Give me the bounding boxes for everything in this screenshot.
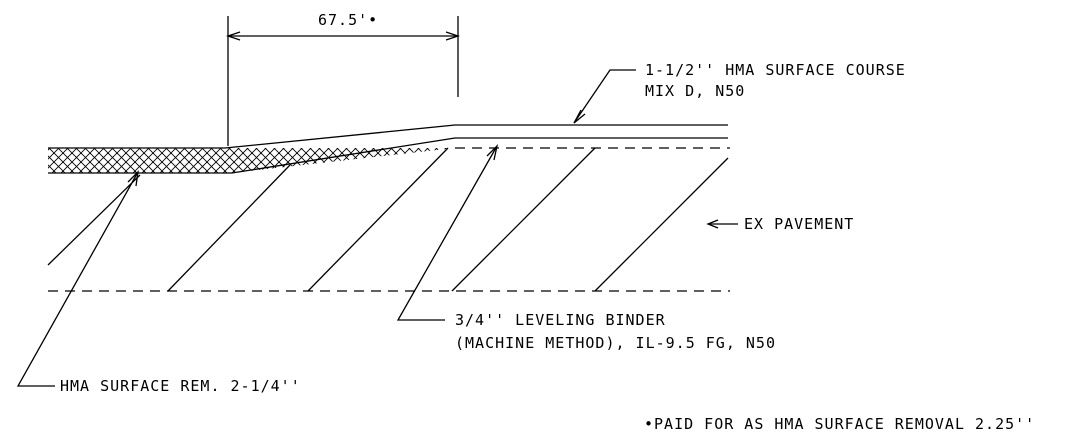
surface-course-label-1: 1-1/2'' HMA SURFACE COURSE: [645, 61, 906, 79]
dimension-67-5: 67.5'•: [225, 11, 461, 146]
surface-removal-leader: HMA SURFACE REM. 2-1/4'': [16, 170, 301, 395]
leveling-binder-label-2: (MACHINE METHOD), IL-9.5 FG, N50: [455, 334, 776, 352]
surface-removal-label: HMA SURFACE REM. 2-1/4'': [60, 377, 301, 395]
leveling-binder-leader: 3/4'' LEVELING BINDER (MACHINE METHOD), …: [396, 143, 776, 352]
surface-course-lines: [224, 124, 728, 174]
surface-removal-hatch: [48, 147, 455, 174]
ex-pavement-label: EX PAVEMENT: [744, 215, 854, 233]
existing-pavement-hatch: [47, 147, 729, 292]
surface-course-label-2: MIX D, N50: [645, 82, 745, 100]
surface-course-leader: 1-1/2'' HMA SURFACE COURSE MIX D, N50: [573, 61, 906, 124]
dimension-label: 67.5'•: [318, 11, 378, 29]
leveling-binder-label-1: 3/4'' LEVELING BINDER: [455, 311, 666, 329]
ex-pavement-leader: EX PAVEMENT: [706, 215, 854, 233]
footnote: •PAID FOR AS HMA SURFACE REMOVAL 2.25'': [644, 415, 1035, 433]
